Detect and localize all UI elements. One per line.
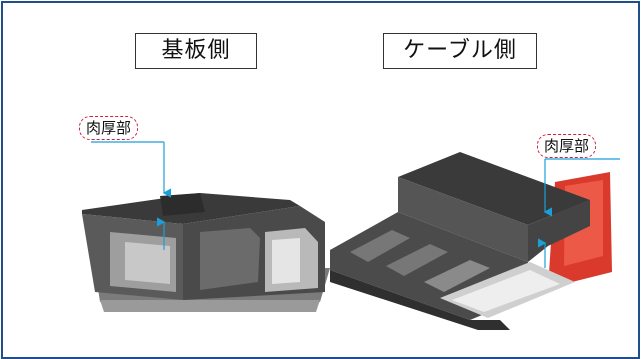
thick-wall-callout-left: 肉厚部 — [79, 116, 139, 140]
board-side-heading: 基板側 — [135, 33, 257, 69]
cable-side-heading: ケーブル側 — [383, 33, 537, 69]
thick-wall-callout-right: 肉厚部 — [537, 134, 597, 158]
cable-side-connector — [330, 152, 612, 330]
board-side-connector — [82, 193, 330, 312]
